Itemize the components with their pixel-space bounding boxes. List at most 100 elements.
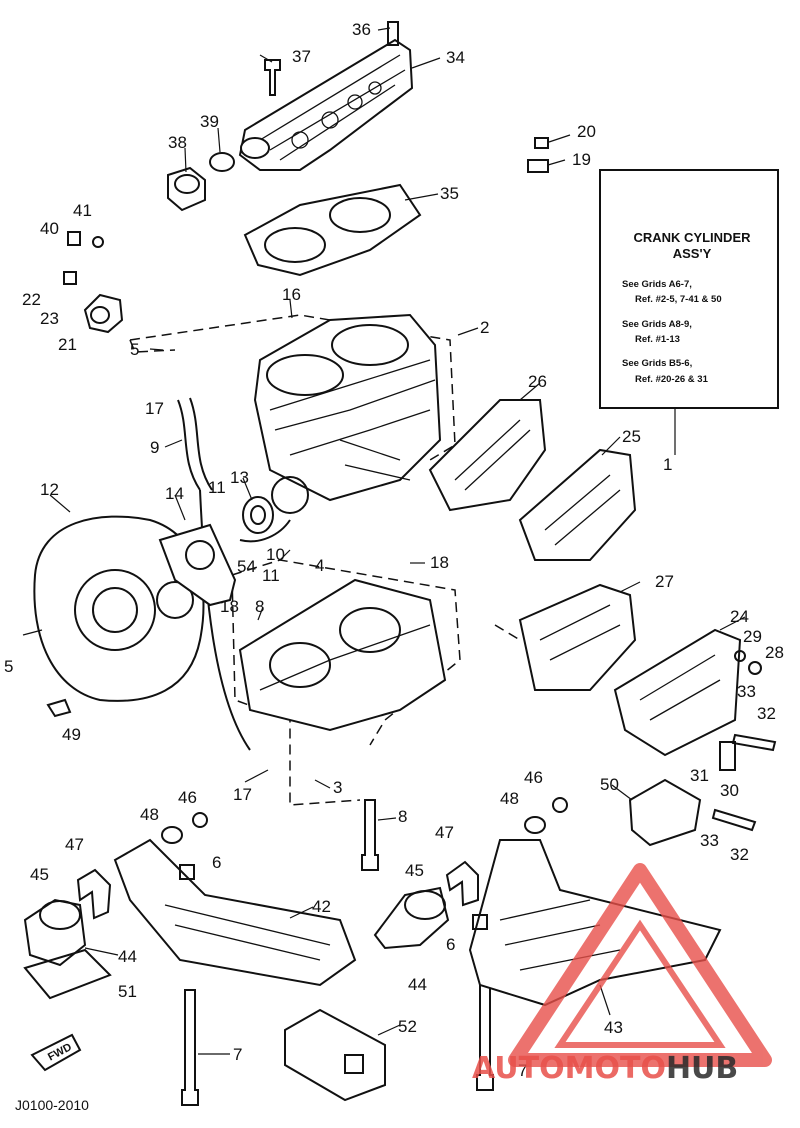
callout-14: 14 [165, 484, 184, 503]
mount-44b [373, 886, 450, 950]
callout-48a: 48 [140, 805, 159, 824]
callout-17a: 17 [145, 399, 164, 418]
callout-7a: 7 [233, 1045, 242, 1064]
callout-21: 21 [58, 335, 77, 354]
hose-9 [177, 397, 213, 491]
head-gasket [243, 183, 422, 277]
info-box-line: Ref. #20-26 & 31 [635, 374, 709, 385]
shim-47a [76, 868, 112, 920]
seal-13 [242, 496, 274, 534]
callout-51: 51 [118, 982, 137, 1001]
bolt-22 [63, 271, 77, 285]
callout-44a: 44 [118, 947, 137, 966]
callout-28: 28 [765, 643, 784, 662]
callout-11a: 11 [208, 478, 226, 497]
bolt-40 [67, 231, 81, 246]
callout-3: 3 [333, 778, 342, 797]
callout-11b: 11 [262, 566, 280, 585]
engine-bed-42 [113, 838, 357, 987]
watermark-part3: HUB [666, 1051, 738, 1086]
callout-42: 42 [312, 897, 331, 916]
bolt-8 [361, 799, 379, 871]
crankcase [238, 578, 447, 732]
callout-24: 24 [730, 607, 749, 626]
callout-25: 25 [622, 427, 641, 446]
washer-41 [92, 236, 104, 248]
callout-35: 35 [440, 184, 459, 203]
diagram-code: J0100-2010 [15, 1097, 89, 1113]
callout-numbers: 36 37 34 39 38 20 19 35 41 40 22 23 21 1… [4, 20, 784, 1080]
plate-51 [23, 948, 112, 1000]
callout-18b: 18 [220, 597, 239, 616]
bolt-7a [181, 989, 199, 1106]
callout-6b: 6 [446, 935, 455, 954]
bolt-7b [476, 979, 494, 1091]
bolt-37 [264, 59, 281, 96]
info-box-title-2: ASS'Y [673, 246, 712, 261]
thermostat-gasket [209, 152, 235, 172]
engine-bed-43 [468, 839, 722, 1007]
leader-lines [22, 27, 746, 1055]
callout-39: 39 [200, 112, 219, 131]
watermark-part1: AUTO [472, 1051, 565, 1086]
callout-33b: 33 [700, 831, 719, 850]
callout-40: 40 [40, 219, 59, 238]
fwd-arrow: FWD [30, 1033, 82, 1072]
side-plate-24 [613, 628, 742, 757]
callout-34: 34 [446, 48, 465, 67]
callout-23: 23 [40, 309, 59, 328]
callout-13: 13 [230, 468, 249, 487]
callout-19: 19 [572, 150, 591, 169]
callout-4: 4 [315, 556, 324, 575]
callout-20: 20 [577, 122, 596, 141]
callout-9: 9 [150, 438, 159, 457]
nut-28 [748, 661, 762, 675]
cylinder-block [253, 313, 442, 514]
svg-text:AUTOMOTOHUB: AUTOMOTOHUB [472, 1051, 738, 1086]
callout-32b: 32 [730, 845, 749, 864]
washer-48a [161, 826, 183, 844]
callout-45a: 45 [30, 865, 49, 884]
bracket-50 [628, 778, 702, 847]
callout-2: 2 [480, 318, 489, 337]
thermostat-cover [167, 166, 206, 212]
callout-33a: 33 [737, 682, 756, 701]
washer-48b [524, 816, 546, 834]
watermark-logo [508, 863, 772, 1067]
callout-49: 49 [62, 725, 81, 744]
bolt-49 [46, 698, 72, 718]
washer-29 [734, 650, 746, 662]
callout-38: 38 [168, 133, 187, 152]
info-box-line: See Grids A6-7, [622, 279, 692, 290]
callout-18a: 18 [430, 553, 449, 572]
callout-32a: 32 [757, 704, 776, 723]
bolt-30 [719, 741, 736, 771]
info-box-line: See Grids B5-6, [622, 358, 692, 369]
info-box-line: Ref. #1-13 [635, 334, 680, 345]
flywheel-housing [33, 515, 205, 702]
callout-1: 1 [663, 455, 672, 474]
info-box: CRANK CYLINDER ASS'Y See Grids A6-7, Ref… [599, 169, 779, 455]
callout-46b: 46 [524, 768, 543, 787]
callout-45b: 45 [405, 861, 424, 880]
callout-10: 10 [266, 545, 285, 564]
callout-30: 30 [720, 781, 739, 800]
callout-5a: 5 [130, 340, 139, 359]
hose-54 [239, 519, 291, 543]
gasket-14 [158, 523, 237, 607]
callout-26: 26 [528, 372, 547, 391]
callout-16: 16 [282, 285, 301, 304]
callout-47b: 47 [435, 823, 454, 842]
callout-22: 22 [22, 290, 41, 309]
cylinder-head-cover [238, 21, 414, 171]
collar-6b [472, 914, 488, 930]
mount-44a [23, 898, 87, 967]
plug-20-19 [527, 137, 549, 173]
info-box-line: Ref. #2-5, 7-41 & 50 [635, 294, 722, 305]
bolt-32a [731, 733, 777, 752]
callout-31: 31 [690, 766, 709, 785]
callout-5b: 5 [4, 657, 13, 676]
callout-47a: 47 [65, 835, 84, 854]
watermark-text: AUTOMOTOHUB [472, 1051, 738, 1086]
